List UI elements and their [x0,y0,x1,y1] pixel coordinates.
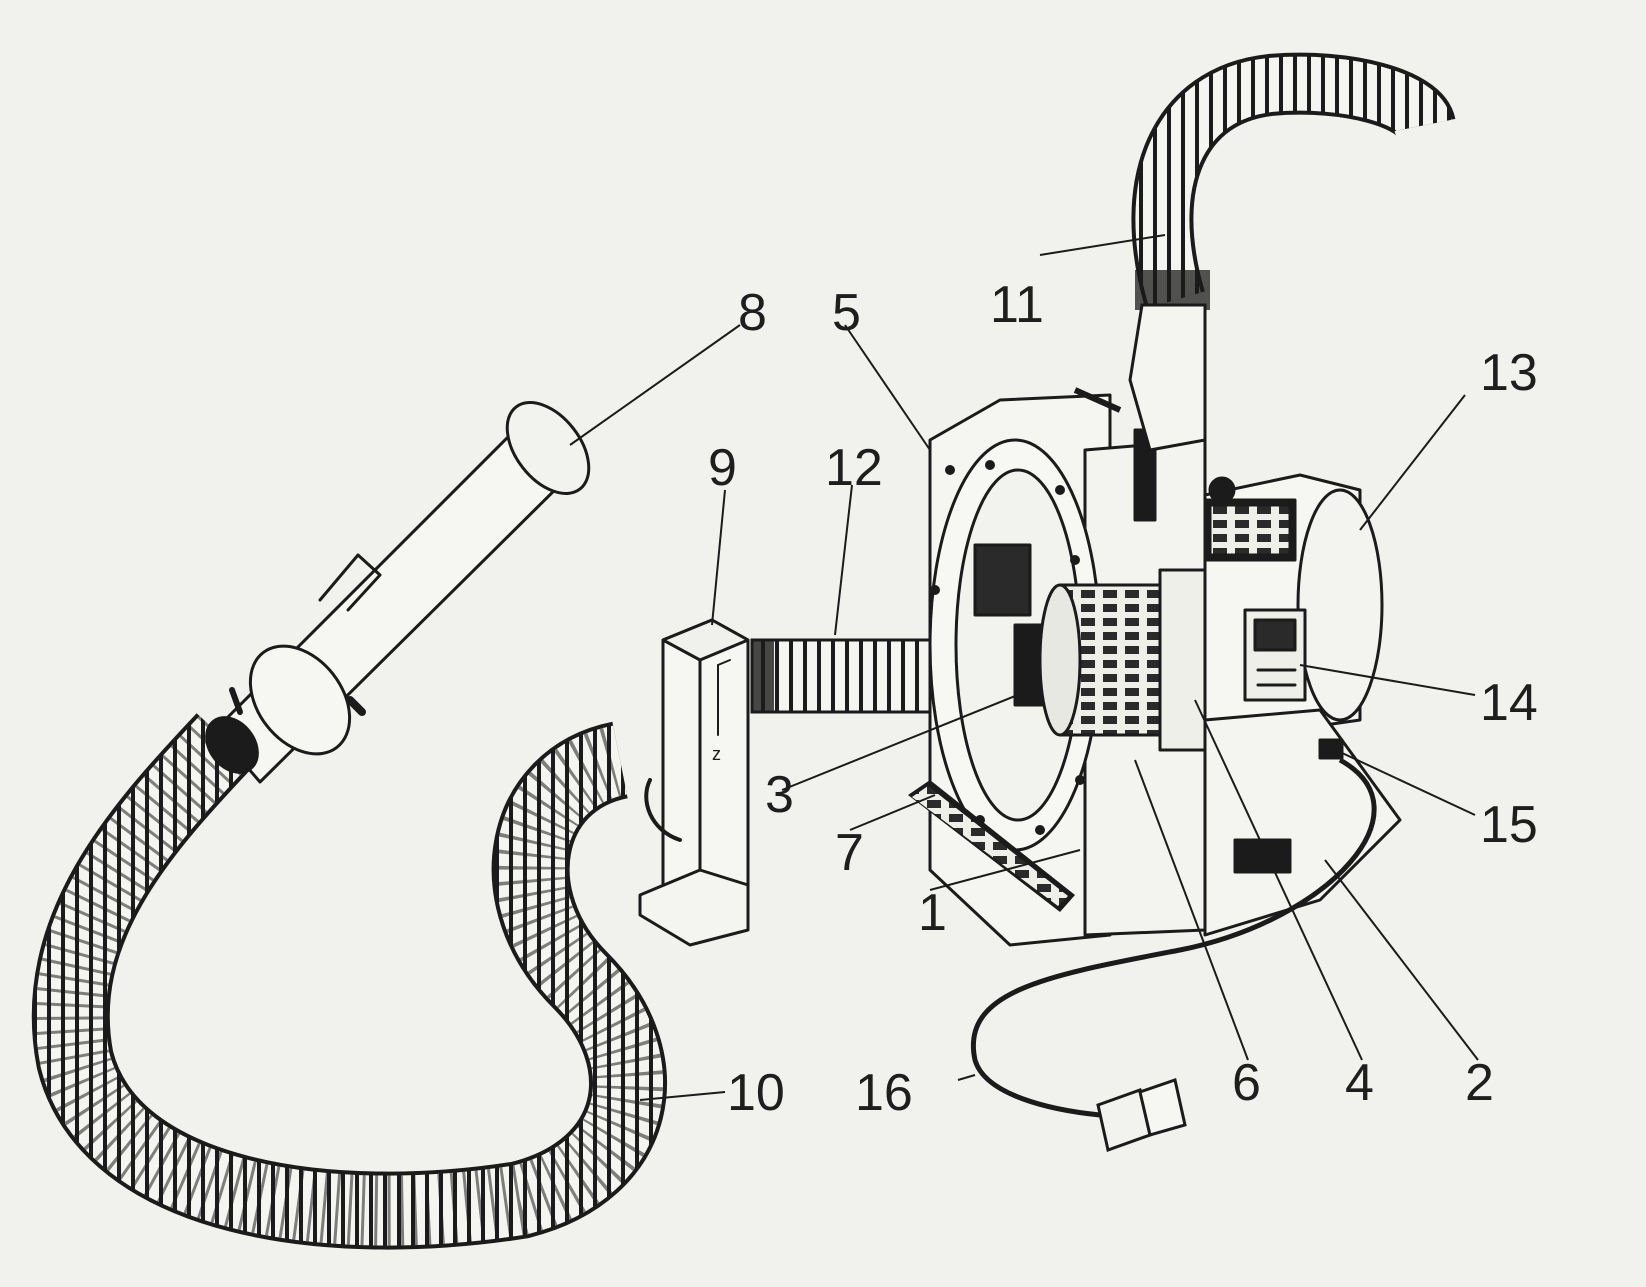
label-4: 4 [1345,1054,1374,1112]
vent-7 [908,780,1075,912]
label-10: 10 [727,1064,785,1122]
label-14: 14 [1480,674,1538,732]
label-6: 6 [1232,1054,1261,1112]
label-8: 8 [738,284,767,342]
label-9: 9 [708,439,737,497]
leader-lines [569,234,1479,1101]
switch-14 [1243,608,1307,702]
fan-6 [1038,568,1207,752]
label-3: 3 [765,766,794,824]
label-11: 11 [990,276,1044,334]
cable-16 [970,757,1377,1152]
label-16: 16 [855,1064,913,1122]
label-5: 5 [832,284,861,342]
duct-11 [1073,52,1456,452]
stand-9: z [638,618,750,947]
hose-10 [31,713,667,1250]
nozzle-8 [205,401,591,784]
label-15: 15 [1480,796,1538,854]
label-13: 13 [1480,344,1538,402]
label-7: 7 [835,824,864,882]
label-2: 2 [1465,1054,1494,1112]
part-labels: 8 5 11 13 9 12 14 15 3 7 1 10 16 6 4 2 [708,276,1538,1122]
label-12: 12 [825,439,883,497]
label-1: 1 [918,884,947,942]
svg-text:z: z [712,744,721,764]
